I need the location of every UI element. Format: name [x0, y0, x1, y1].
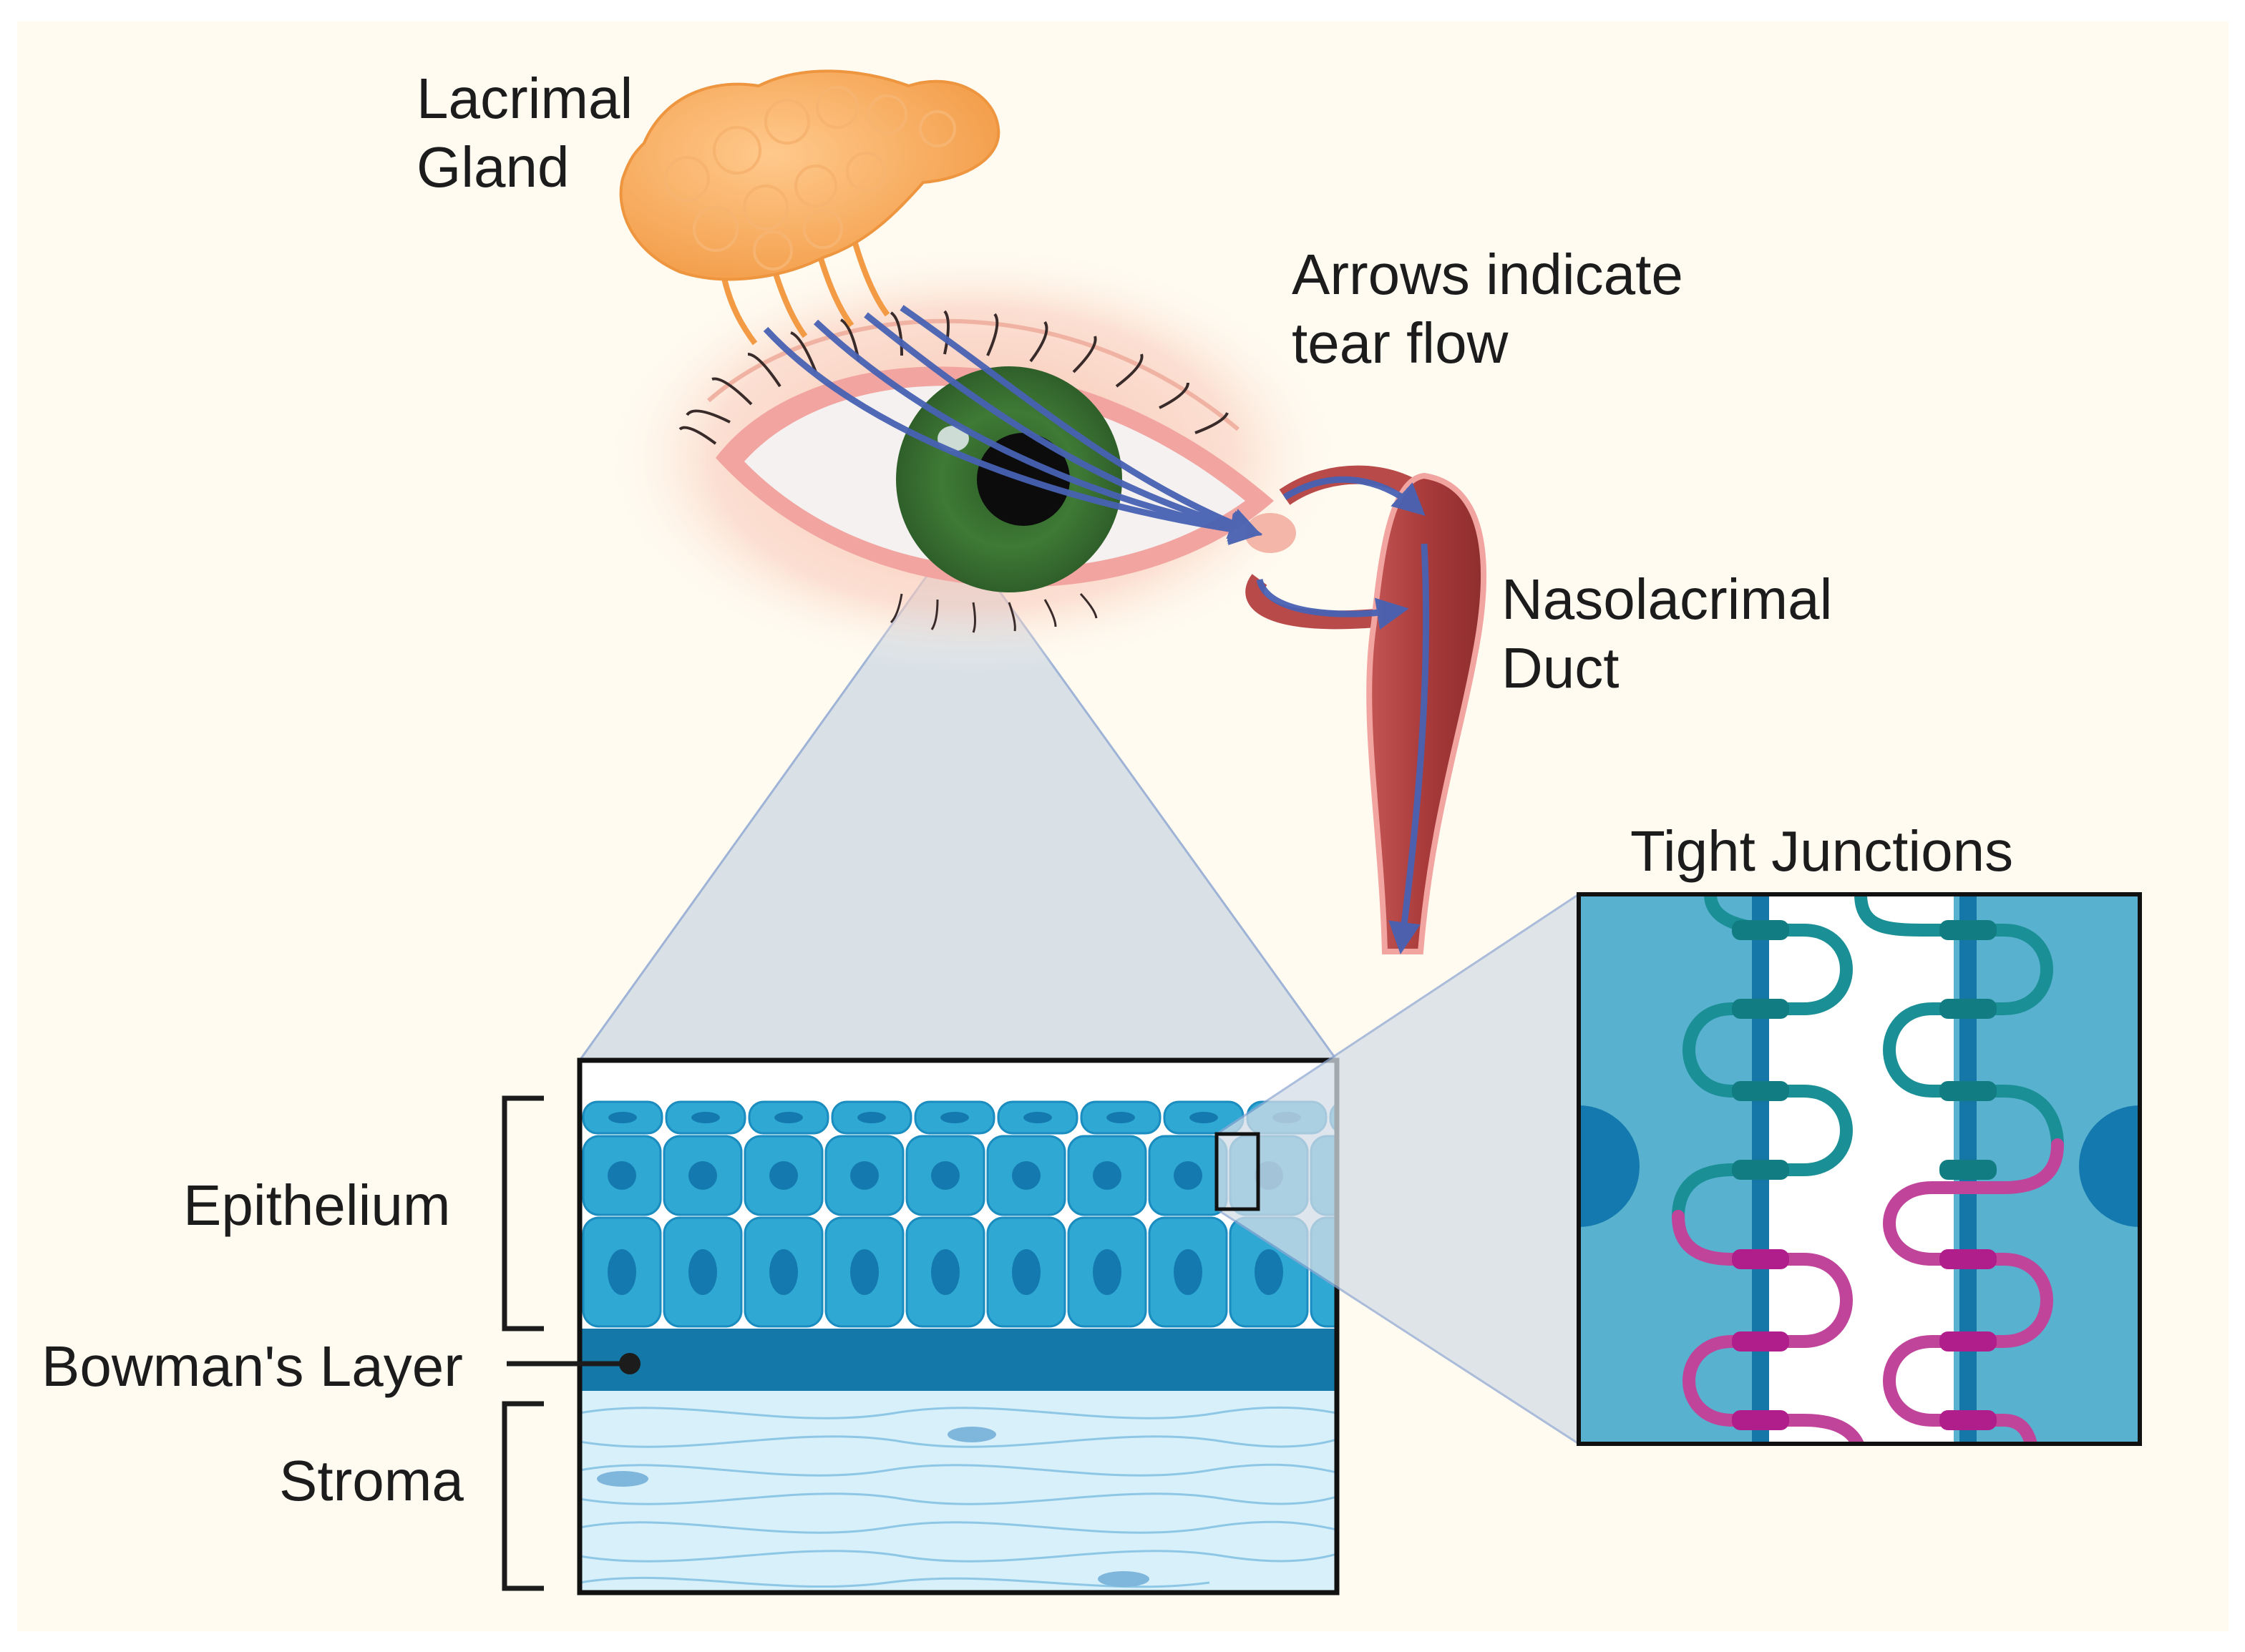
junction-highlight-box	[1214, 1132, 1260, 1211]
tear-flow-arrow	[900, 305, 1262, 539]
stroma-bracket	[502, 1401, 544, 1591]
cornea-frame	[577, 1057, 1340, 1595]
cell-nucleus	[1174, 1249, 1202, 1295]
upper-eyelashes	[678, 310, 1229, 445]
tear-flow-arrow	[1388, 543, 1430, 954]
keratocyte	[597, 1471, 648, 1487]
epithelium-bracket	[502, 1095, 544, 1331]
junction-contact	[1939, 1249, 1997, 1269]
junction-contact	[1939, 999, 1997, 1019]
junction-contact	[1732, 1249, 1789, 1269]
junction-contact	[1732, 1331, 1789, 1352]
bowmans-layer-pointer	[507, 1353, 641, 1374]
tear-flow-arrow	[763, 326, 1262, 545]
gland-ductule	[770, 263, 808, 338]
stroma-layer	[580, 1391, 1337, 1593]
cell-nucleus	[769, 1161, 798, 1190]
junction-contact	[1732, 1081, 1789, 1101]
label-tight-junctions: Tight Junctions	[1630, 819, 2014, 883]
junction-contact	[1732, 1160, 1789, 1180]
lower-canaliculus	[1245, 574, 1404, 630]
cell-nucleus	[608, 1249, 636, 1295]
junction-contact	[1939, 1160, 1997, 1180]
iris-highlight	[938, 426, 969, 451]
cell-nucleus	[857, 1112, 886, 1123]
tight-junction-panel	[1577, 892, 2142, 1446]
cell-nucleus	[774, 1112, 803, 1123]
cell-nucleus	[931, 1161, 960, 1190]
keratocyte	[1098, 1571, 1149, 1587]
cell-nucleus	[1012, 1161, 1041, 1190]
cell-nucleus	[940, 1112, 969, 1123]
cell-nucleus	[931, 1249, 960, 1295]
cell-nucleus	[1189, 1112, 1218, 1123]
claudin-strand	[1672, 894, 1853, 1223]
junction-contact	[1732, 1410, 1789, 1430]
label-nasolacrimal-line2: Duct	[1501, 636, 1620, 700]
label-arrows-note-line2: tear flow	[1292, 311, 1509, 375]
tear-flow-arrow	[1282, 476, 1426, 517]
cell-nucleus	[1174, 1161, 1202, 1190]
stroma-fibers	[580, 1406, 1337, 1588]
tear-flow-arrow	[813, 319, 1262, 544]
keratocyte	[948, 1427, 996, 1442]
gland-ductule	[720, 271, 758, 346]
cell-nucleus	[688, 1249, 717, 1295]
cell-nucleus	[1255, 1249, 1283, 1295]
junction-contact	[1939, 1410, 1997, 1430]
junction-contact	[1939, 1331, 1997, 1352]
cell-nucleus	[1106, 1112, 1135, 1123]
cell-nucleus	[1093, 1161, 1121, 1190]
cell-nucleus	[1023, 1112, 1052, 1123]
cell-nucleus	[1579, 1105, 1640, 1227]
junction-contact	[1939, 920, 1997, 940]
cell-nucleus	[850, 1161, 879, 1190]
label-stroma: Stroma	[279, 1449, 464, 1512]
label-nasolacrimal-line1: Nasolacrimal	[1501, 567, 1833, 631]
lacrimal-gland-icon	[619, 69, 1000, 346]
junction-contact	[1732, 999, 1789, 1019]
junction-frame	[1577, 892, 2142, 1446]
tear-flow-arrows	[763, 305, 1430, 954]
label-lacrimal-gland-line1: Lacrimal	[417, 67, 633, 130]
label-lacrimal-gland-line2: Gland	[417, 135, 570, 199]
label-bowmans-layer: Bowman's Layer	[42, 1334, 463, 1398]
bowmans-layer-band	[580, 1329, 1337, 1391]
claudin-strand	[1854, 894, 2064, 1151]
occludin-strand	[1883, 1138, 2064, 1444]
cell-nucleus	[688, 1161, 717, 1190]
gland-ductule	[852, 242, 890, 317]
cell-nucleus	[1093, 1249, 1121, 1295]
junction-contact	[1939, 1081, 1997, 1101]
cell-nucleus	[2079, 1105, 2140, 1227]
label-epithelium: Epithelium	[183, 1173, 451, 1237]
junction-strands	[1672, 894, 2064, 1444]
cell-nucleus	[850, 1249, 879, 1295]
tear-flow-arrow	[1256, 578, 1409, 630]
cell-nucleus	[608, 1112, 637, 1123]
cell-nucleus	[769, 1249, 798, 1295]
tear-flow-arrow	[864, 312, 1262, 542]
gland-ductule	[817, 253, 854, 328]
cell-nucleus	[1012, 1249, 1041, 1295]
lower-eyelashes	[890, 592, 1098, 633]
label-arrows-note-line1: Arrows indicate	[1292, 243, 1683, 306]
junction-contact	[1732, 920, 1789, 940]
cell-nucleus	[608, 1161, 636, 1190]
cell-nucleus	[691, 1112, 720, 1123]
